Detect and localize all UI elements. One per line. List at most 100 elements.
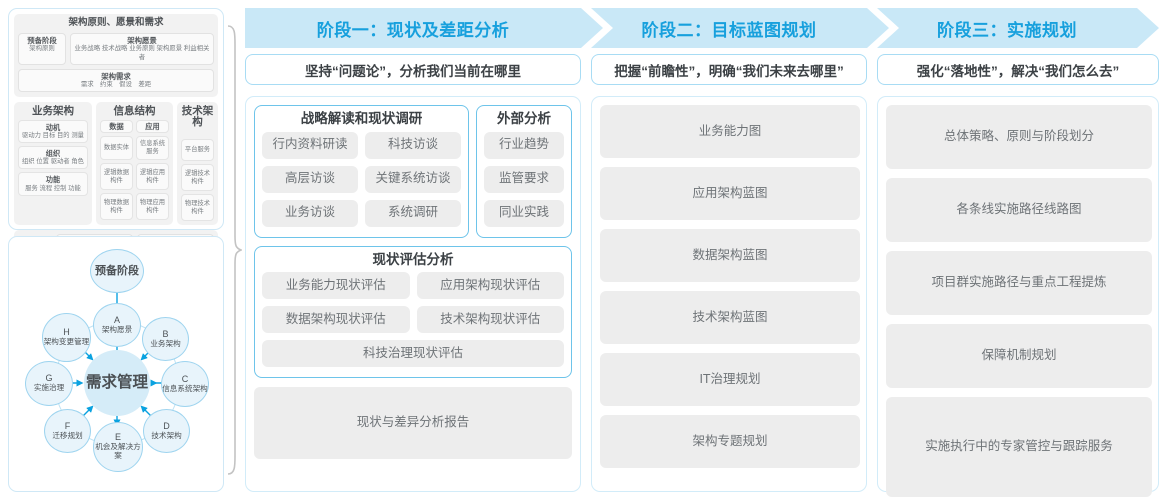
chevron-phase-3[interactable]: [877, 8, 1159, 48]
mini-logical-data-component: 逻辑数据构件: [100, 163, 133, 191]
tile-peer-practice[interactable]: 同业实践: [484, 199, 564, 227]
adm-node-e-label: 机会及解决方案: [95, 442, 141, 460]
mini-function: 功能 服务 流程 控制 功能: [18, 172, 88, 196]
phases-region: 阶段一：现状及差距分析 阶段二：目标蓝图规划 阶段三：实施规划 坚持“问题论”，…: [245, 8, 1159, 497]
domain-head-technology: 技术架构: [181, 105, 214, 128]
domain-information-structure: 信息结构 数据 数据实体 逻辑数据构件 物理数据构件 应用: [96, 102, 173, 226]
mini-organization-sub: 组织 位置 驱动者 角色: [22, 158, 84, 166]
adm-node-b[interactable]: B 业务架构: [142, 317, 189, 361]
adm-node-e-letter: E: [114, 432, 121, 443]
architecture-domains-row: 业务架构 动机 驱动力 目标 目的 测量 组织 组织 位置 驱动者 角色 功能 …: [14, 102, 218, 226]
assessment-row-2: 数据架构现状评估 技术架构现状评估: [262, 306, 564, 333]
tile-overall-strategy-principles-phasing[interactable]: 总体策略、原则与阶段划分: [886, 105, 1152, 169]
tile-program-path-key-projects[interactable]: 项目群实施路径与重点工程提炼: [886, 251, 1152, 315]
phase-3-body: 总体策略、原则与阶段划分 各条线实施路径线路图 项目群实施路径与重点工程提炼 保…: [877, 96, 1159, 497]
chip-requirements-title: 架构需求: [101, 71, 131, 81]
tile-business-capability-assessment[interactable]: 业务能力现状评估: [262, 272, 410, 299]
mini-function-sub: 服务 流程 控制 功能: [25, 184, 81, 192]
mini-organization-title: 组织: [45, 149, 61, 159]
phase-2-items: 业务能力图 应用架构蓝图 数据架构蓝图 技术架构蓝图 IT治理规划 架构专题规划: [600, 105, 860, 468]
tile-technology-architecture-assessment[interactable]: 技术架构现状评估: [416, 306, 564, 333]
mini-application-head: 应用: [136, 119, 169, 134]
phase-3-items: 总体策略、原则与阶段划分 各条线实施路径线路图 项目群实施路径与重点工程提炼 保…: [886, 105, 1152, 497]
phase-3-subtitle: 强化“落地性”，解决“我们怎么去”: [877, 54, 1159, 85]
group-external-analysis: 外部分析 行业趋势 监管要求 同业实践: [476, 105, 572, 238]
domain-head-information: 信息结构: [113, 105, 156, 118]
domain-business-architecture: 业务架构 动机 驱动力 目标 目的 测量 组织 组织 位置 驱动者 角色 功能 …: [14, 102, 92, 226]
strategy-row-3: 业务访谈 系统调研: [262, 199, 461, 227]
adm-node-g-letter: G: [45, 373, 53, 384]
tile-system-research[interactable]: 系统调研: [365, 199, 461, 227]
chevron-phase-1[interactable]: [245, 8, 603, 48]
tile-industry-trend[interactable]: 行业趋势: [484, 131, 564, 159]
chip-vision-title: 架构愿景: [127, 35, 157, 45]
tile-technology-architecture-blueprint[interactable]: 技术架构蓝图: [600, 291, 860, 344]
tile-business-interview[interactable]: 业务访谈: [262, 199, 358, 227]
left-column: 架构原则、愿景和需求 预备阶段 架构原则 架构愿景 业务战略 技术战略 业务原则…: [8, 8, 224, 492]
mini-information-system-service: 信息系统服务: [136, 136, 169, 161]
tile-gap-analysis-report[interactable]: 现状与差异分析报告: [254, 387, 572, 459]
adm-node-preliminary[interactable]: 预备阶段: [90, 249, 144, 293]
mini-platform-service: 平台服务: [181, 139, 214, 162]
tile-data-architecture-assessment[interactable]: 数据架构现状评估: [262, 306, 410, 333]
tile-architecture-topic-plan[interactable]: 架构专题规划: [600, 415, 860, 468]
mini-physical-application-component: 物理应用构件: [136, 193, 169, 221]
tile-key-system-interview[interactable]: 关键系统访谈: [365, 165, 461, 193]
tile-application-architecture-blueprint[interactable]: 应用架构蓝图: [600, 167, 860, 220]
tile-application-architecture-assessment[interactable]: 应用架构现状评估: [416, 272, 564, 299]
tile-business-capability-map[interactable]: 业务能力图: [600, 105, 860, 158]
adm-node-g-label: 实施治理: [33, 383, 65, 393]
adm-node-h-label: 架构变更管理: [43, 337, 90, 347]
adm-node-b-label: 业务架构: [150, 338, 181, 348]
phase-1-subtitle: 坚持“问题论”，分析我们当前在哪里: [245, 54, 581, 85]
adm-node-c-letter: C: [181, 373, 189, 384]
subcolumn-data: 数据 数据实体 逻辑数据构件 物理数据构件: [100, 119, 133, 221]
tile-executive-interview[interactable]: 高层访谈: [262, 165, 358, 193]
group-strategy-research-title: 战略解读和现状调研: [300, 111, 423, 126]
chip-architecture-vision: 架构愿景 业务战略 技术战略 业务原则 架构愿景 利益相关者: [70, 32, 214, 65]
adm-node-c[interactable]: C 信息系统架构: [161, 361, 209, 407]
adm-node-requirements-management[interactable]: 需求管理: [84, 350, 150, 416]
chip-prep-phase: 预备阶段 架构原则: [18, 32, 66, 65]
group-current-state-assessment: 现状评估分析 业务能力现状评估 应用架构现状评估 数据架构现状评估 技术架构现状…: [254, 245, 572, 378]
adm-node-e[interactable]: E 机会及解决方案: [93, 422, 143, 472]
connector-brace-icon: [227, 25, 242, 475]
phase-2-header: 阶段二：目标蓝图规划: [641, 20, 817, 40]
tile-tech-governance-assessment[interactable]: 科技治理现状评估: [262, 340, 564, 367]
adm-node-d-letter: D: [163, 420, 170, 431]
mini-data-head-label: 数据: [109, 121, 124, 131]
tile-line-implementation-roadmap[interactable]: 各条线实施路径线路图: [886, 178, 1152, 242]
adm-node-a[interactable]: A 架构愿景: [93, 303, 141, 347]
mini-physical-technology-component: 物理技术构件: [181, 194, 214, 222]
adm-node-d[interactable]: D 技术架构: [143, 409, 190, 453]
tile-data-architecture-blueprint[interactable]: 数据架构蓝图: [600, 229, 860, 282]
phase-3-header: 阶段三：实施规划: [937, 20, 1077, 40]
chip-vision-sub: 业务战略 技术战略 业务原则 架构愿景 利益相关者: [74, 45, 210, 61]
strategy-row-1: 行内资料研读 科技访谈: [262, 131, 461, 159]
tile-it-governance-plan[interactable]: IT治理规划: [600, 353, 860, 406]
strategy-row-2: 高层访谈 关键系统访谈: [262, 165, 461, 193]
adm-node-f[interactable]: F 迁移规划: [44, 409, 91, 453]
adm-node-f-letter: F: [64, 420, 71, 431]
adm-node-a-letter: A: [113, 314, 120, 325]
mini-data-head: 数据: [100, 119, 133, 134]
chip-architecture-requirements: 架构需求 需求 约束 假设 差距: [18, 68, 214, 93]
chip-requirements-sub: 需求 约束 假设 差距: [80, 81, 152, 89]
phase-1-header: 阶段一：现状及差距分析: [316, 20, 510, 40]
tile-assurance-mechanism-plan[interactable]: 保障机制规划: [886, 324, 1152, 388]
assessment-row-3: 科技治理现状评估: [262, 340, 564, 367]
tile-internal-docs-review[interactable]: 行内资料研读: [262, 131, 358, 159]
tile-regulatory-requirement[interactable]: 监管要求: [484, 165, 564, 193]
phase-header-chevrons: [245, 8, 1159, 48]
tile-tech-interview[interactable]: 科技访谈: [365, 131, 461, 159]
adm-node-h[interactable]: H 架构变更管理: [42, 313, 91, 362]
tile-expert-control-tracking-service[interactable]: 实施执行中的专家管控与跟踪服务: [886, 397, 1152, 497]
domain-technology-architecture: 技术架构 平台服务 逻辑技术构件 物理技术构件: [177, 102, 218, 226]
adm-node-g[interactable]: G 实施治理: [25, 361, 73, 406]
adm-node-a-label: 架构愿景: [101, 324, 133, 334]
phase-2-subtitle: 把握“前瞻性”，明确“我们未来去哪里”: [591, 54, 867, 85]
adm-node-h-letter: H: [63, 327, 70, 338]
chevron-phase-2[interactable]: [591, 8, 889, 48]
chip-prep-title: 预备阶段: [27, 35, 57, 45]
